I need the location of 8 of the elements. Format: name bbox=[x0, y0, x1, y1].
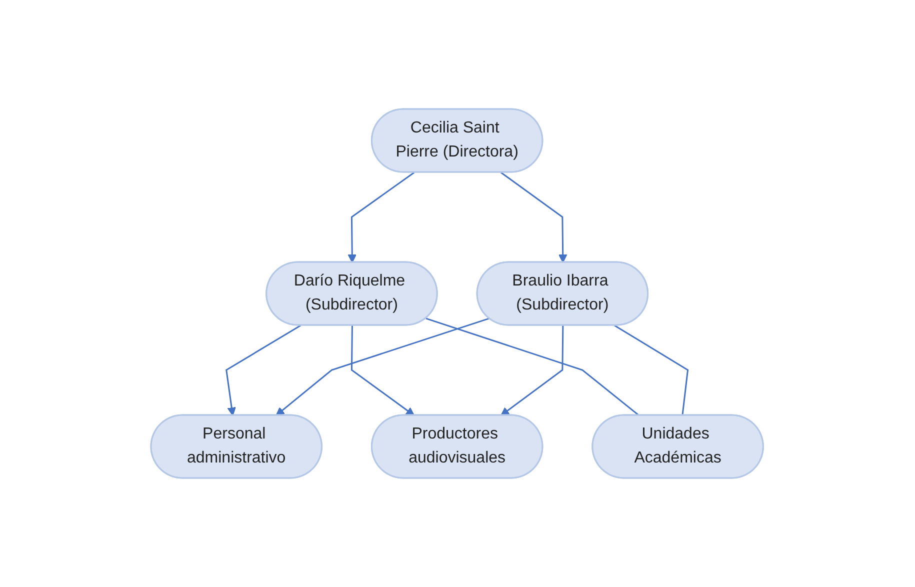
arrow bbox=[351, 326, 415, 416]
connector bbox=[614, 324, 689, 416]
arrow bbox=[348, 172, 416, 263]
arrow bbox=[500, 326, 564, 416]
connector bbox=[426, 318, 640, 416]
arrow bbox=[226, 324, 302, 416]
arrow bbox=[276, 318, 490, 416]
arrow bbox=[500, 172, 568, 263]
